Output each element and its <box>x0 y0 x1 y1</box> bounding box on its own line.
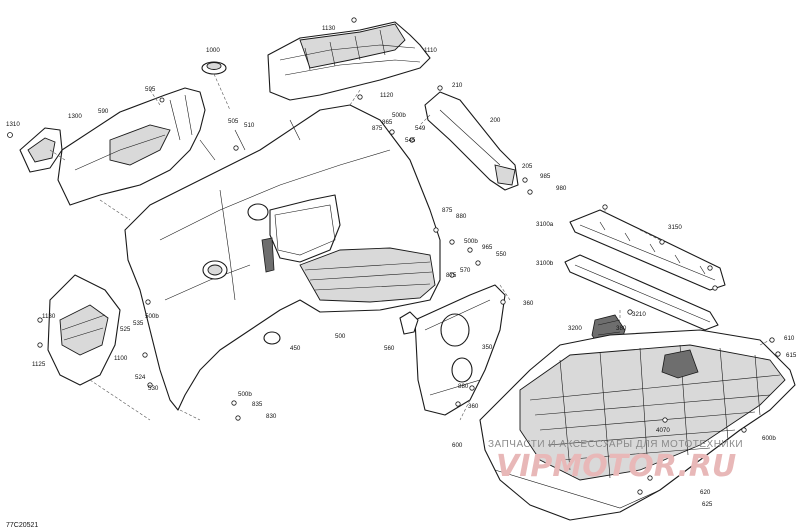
part-1000-grommet <box>201 61 227 75</box>
callout-500b-a: 500b <box>392 112 406 119</box>
callout-525: 525 <box>120 326 131 333</box>
callout-549: 549 <box>415 125 426 132</box>
callout-500b-c: 500b <box>145 313 159 320</box>
callout-560: 560 <box>384 345 395 352</box>
callout-200: 200 <box>490 117 501 124</box>
callout-3100b: 3100b <box>536 260 554 267</box>
diagram-reference-code: 77C20521 <box>6 522 38 529</box>
callout-600b: 600b <box>762 435 776 442</box>
watermark: ЗАПЧАСТИ И АКСЕССУАРЫ ДЛЯ МОТОТЕХНИКИ VI… <box>488 439 743 484</box>
callout-4070: 4070 <box>656 427 670 434</box>
fasteners <box>7 17 781 495</box>
leader-lines <box>49 73 771 421</box>
callout-880: 880 <box>456 213 467 220</box>
callout-880b: 880 <box>458 383 469 390</box>
callout-570: 570 <box>460 267 471 274</box>
callout-450: 450 <box>290 345 301 352</box>
callout-500b-b: 500b <box>464 238 478 245</box>
callout-360b: 360 <box>468 403 479 410</box>
callout-980: 980 <box>556 185 567 192</box>
callout-965: 965 <box>482 244 493 251</box>
callout-500b-d: 500b <box>238 391 252 398</box>
callout-865: 865 <box>382 119 393 126</box>
callout-1125: 1125 <box>32 361 46 368</box>
callout-380: 380 <box>616 325 627 332</box>
callout-535: 535 <box>133 320 144 327</box>
callout-590: 590 <box>98 108 109 115</box>
callout-1120: 1120 <box>380 92 394 99</box>
part-500-main-body <box>124 104 441 411</box>
callout-labels: 1000 1130 1110 1120 1310 1300 595 590 50… <box>6 25 797 508</box>
callout-835: 835 <box>252 401 263 408</box>
callout-205: 205 <box>522 163 533 170</box>
callout-524: 524 <box>135 374 146 381</box>
callout-510: 510 <box>244 122 255 129</box>
callout-1000: 1000 <box>206 47 220 54</box>
callout-875b: 875 <box>442 207 453 214</box>
part-1110-upper-panel <box>267 21 431 101</box>
callout-615: 615 <box>786 352 797 359</box>
callout-3150: 3150 <box>668 224 682 231</box>
part-3100b-rail <box>564 254 719 331</box>
callout-3200: 3200 <box>568 325 582 332</box>
callout-875: 875 <box>372 125 383 132</box>
callout-830: 830 <box>266 413 277 420</box>
callout-3210: 3210 <box>632 311 646 318</box>
callout-625: 625 <box>702 501 713 508</box>
callout-1300: 1300 <box>68 113 82 120</box>
callout-545: 545 <box>405 137 416 144</box>
callout-500: 500 <box>335 333 346 340</box>
callout-210: 210 <box>452 82 463 89</box>
callout-1130b: 1130 <box>42 313 56 320</box>
part-600-floor <box>479 329 796 521</box>
callout-360a: 360 <box>523 300 534 307</box>
callout-985: 985 <box>540 173 551 180</box>
part-350-bracket <box>414 284 506 416</box>
callout-620: 620 <box>700 489 711 496</box>
callout-1130a: 1130 <box>322 25 336 32</box>
callout-3100a: 3100a <box>536 221 554 228</box>
callout-875c: 875 <box>446 272 457 279</box>
part-590-side-panel <box>57 87 206 206</box>
callout-1310: 1310 <box>6 121 20 128</box>
part-1300-bracket <box>19 127 63 173</box>
callout-610: 610 <box>784 335 795 342</box>
part-200-rail <box>424 91 519 191</box>
watermark-logo: VIPMOTOR.RU <box>496 449 736 484</box>
part-1100-bracket <box>47 274 121 386</box>
callout-505: 505 <box>228 118 239 125</box>
callout-350: 350 <box>482 344 493 351</box>
watermark-tagline: ЗАПЧАСТИ И АКСЕССУАРЫ ДЛЯ МОТОТЕХНИКИ <box>488 439 743 450</box>
part-450-grommet <box>263 331 281 345</box>
callout-600: 600 <box>452 442 463 449</box>
part-560-clip <box>399 311 419 335</box>
callout-1110: 1110 <box>424 47 437 54</box>
callout-1100: 1100 <box>114 355 128 362</box>
callout-550: 550 <box>496 251 507 258</box>
part-3100a-rail <box>569 209 726 291</box>
callout-530: 530 <box>148 385 159 392</box>
callout-595: 595 <box>145 86 156 93</box>
